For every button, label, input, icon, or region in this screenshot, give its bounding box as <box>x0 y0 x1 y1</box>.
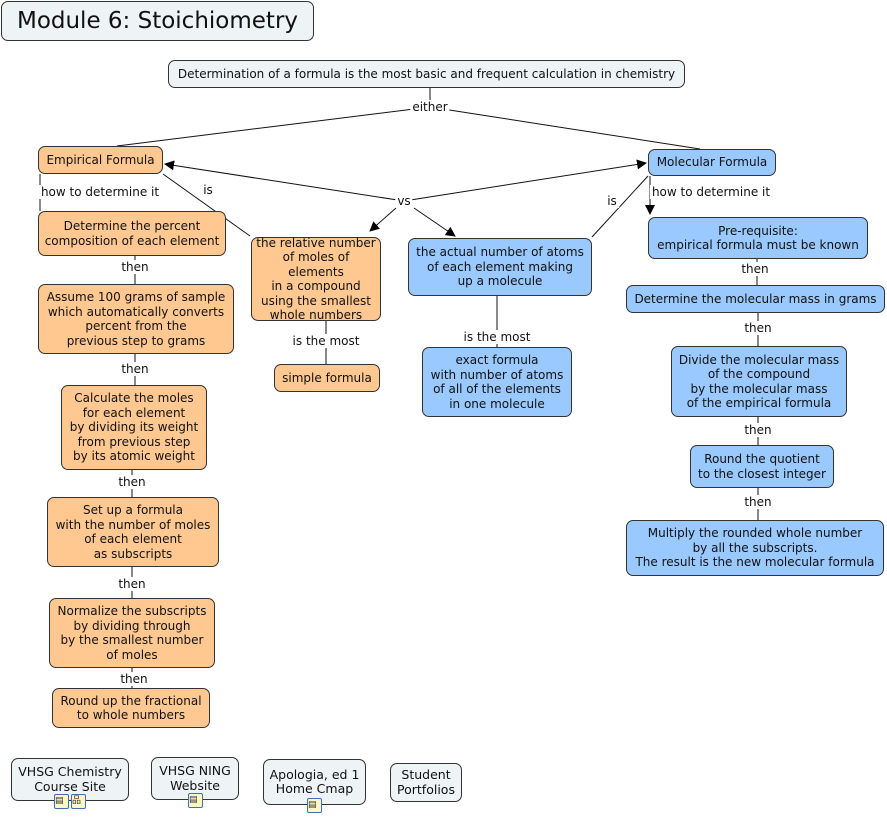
link-label-is: is <box>605 194 619 208</box>
link-label-most: is the most <box>461 330 533 344</box>
link-label-then: then <box>116 475 148 489</box>
link-label-then: then <box>742 321 774 335</box>
empirical-step-3: Calculate the moles for each element by … <box>61 385 207 470</box>
empirical-step-6: Round up the fractional to whole numbers <box>52 688 210 728</box>
molecular-formula-node: Molecular Formula <box>648 149 776 176</box>
empirical-step-2: Assume 100 grams of sample which automat… <box>38 284 234 354</box>
page-title: Module 6: Stoichiometry <box>1 1 314 41</box>
actual-number-node: the actual number of atoms of each eleme… <box>408 238 592 296</box>
vhsg-ning-link[interactable]: VHSG NING Website <box>151 757 239 800</box>
empirical-step-1: Determine the percent composition of eac… <box>38 211 226 256</box>
student-portfolios-link[interactable]: Student Portfolios <box>390 763 462 802</box>
document-icon[interactable]: ▤ <box>188 793 203 808</box>
link-label-then: then <box>119 260 151 274</box>
link-label-then: then <box>118 672 150 686</box>
link-label-either: either <box>410 100 450 114</box>
link-label-then: then <box>119 362 151 376</box>
molecular-step-4: Multiply the rounded whole number by all… <box>626 520 884 576</box>
empirical-step-4: Set up a formula with the number of mole… <box>47 497 219 567</box>
link-label-then: then <box>116 577 148 591</box>
molecular-step-1: Determine the molecular mass in grams <box>626 285 885 313</box>
empirical-step-5: Normalize the subscripts by dividing thr… <box>49 598 215 668</box>
link-label-then: then <box>742 423 774 437</box>
molecular-step-3: Round the quotient to the closest intege… <box>690 445 834 488</box>
link-label-how: how to determine it <box>649 185 773 199</box>
link-label-is: is <box>201 183 215 197</box>
link-label-then: then <box>739 262 771 276</box>
cmap-icon[interactable]: 品 <box>71 794 86 809</box>
molecular-step-2: Divide the molecular mass of the compoun… <box>671 346 847 417</box>
relative-number-node: the relative number of moles of elements… <box>251 236 381 322</box>
empirical-formula-node: Empirical Formula <box>38 146 163 174</box>
link-label-how: how to determine it <box>38 185 162 199</box>
simple-formula-node: simple formula <box>274 364 380 392</box>
link-label-vs: vs <box>395 194 413 208</box>
root-concept: Determination of a formula is the most b… <box>168 60 685 88</box>
apologia-link[interactable]: Apologia, ed 1 Home Cmap <box>263 759 366 805</box>
molecular-prerequisite: Pre-requisite: empirical formula must be… <box>648 217 868 259</box>
link-label-then: then <box>742 495 774 509</box>
link-label-most: is the most <box>290 334 362 348</box>
document-icon[interactable]: ▤ <box>307 798 322 813</box>
document-icon[interactable]: ▤ <box>54 794 69 809</box>
vhsg-chemistry-link[interactable]: VHSG Chemistry Course Site <box>11 758 129 801</box>
exact-formula-node: exact formula with number of atoms of al… <box>422 347 572 417</box>
